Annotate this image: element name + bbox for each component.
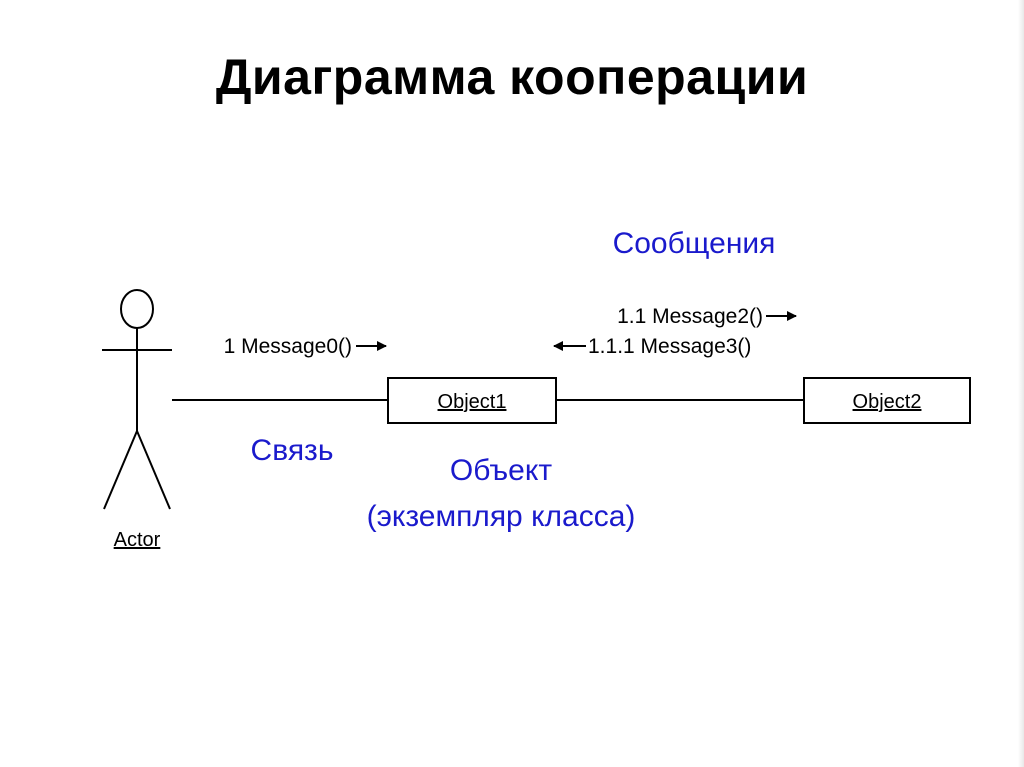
annotation-link: Связь	[251, 434, 334, 467]
object2-box[interactable]: Object2	[803, 377, 971, 424]
actor-head	[120, 289, 154, 329]
actor-right-leg	[136, 430, 171, 510]
actor-label: Actor	[114, 529, 161, 551]
slide-title: Диаграмма кооперации	[215, 49, 809, 105]
slide-edge-shadow	[1018, 0, 1024, 767]
message3-label: 1.1.1 Message3()	[588, 335, 751, 358]
actor-figure[interactable]	[102, 289, 172, 510]
annotation-object-subtitle: (экземпляр класса)	[367, 500, 636, 533]
message0-label: 1 Message0()	[224, 335, 352, 358]
object1-box[interactable]: Object1	[387, 377, 557, 424]
annotation-messages: Сообщения	[613, 227, 776, 260]
message2-label: 1.1 Message2()	[617, 305, 763, 328]
object2-label: Object2	[853, 391, 922, 413]
annotation-object-title: Объект	[450, 454, 552, 487]
object1-label: Object1	[438, 391, 507, 413]
actor-left-leg	[103, 430, 138, 510]
